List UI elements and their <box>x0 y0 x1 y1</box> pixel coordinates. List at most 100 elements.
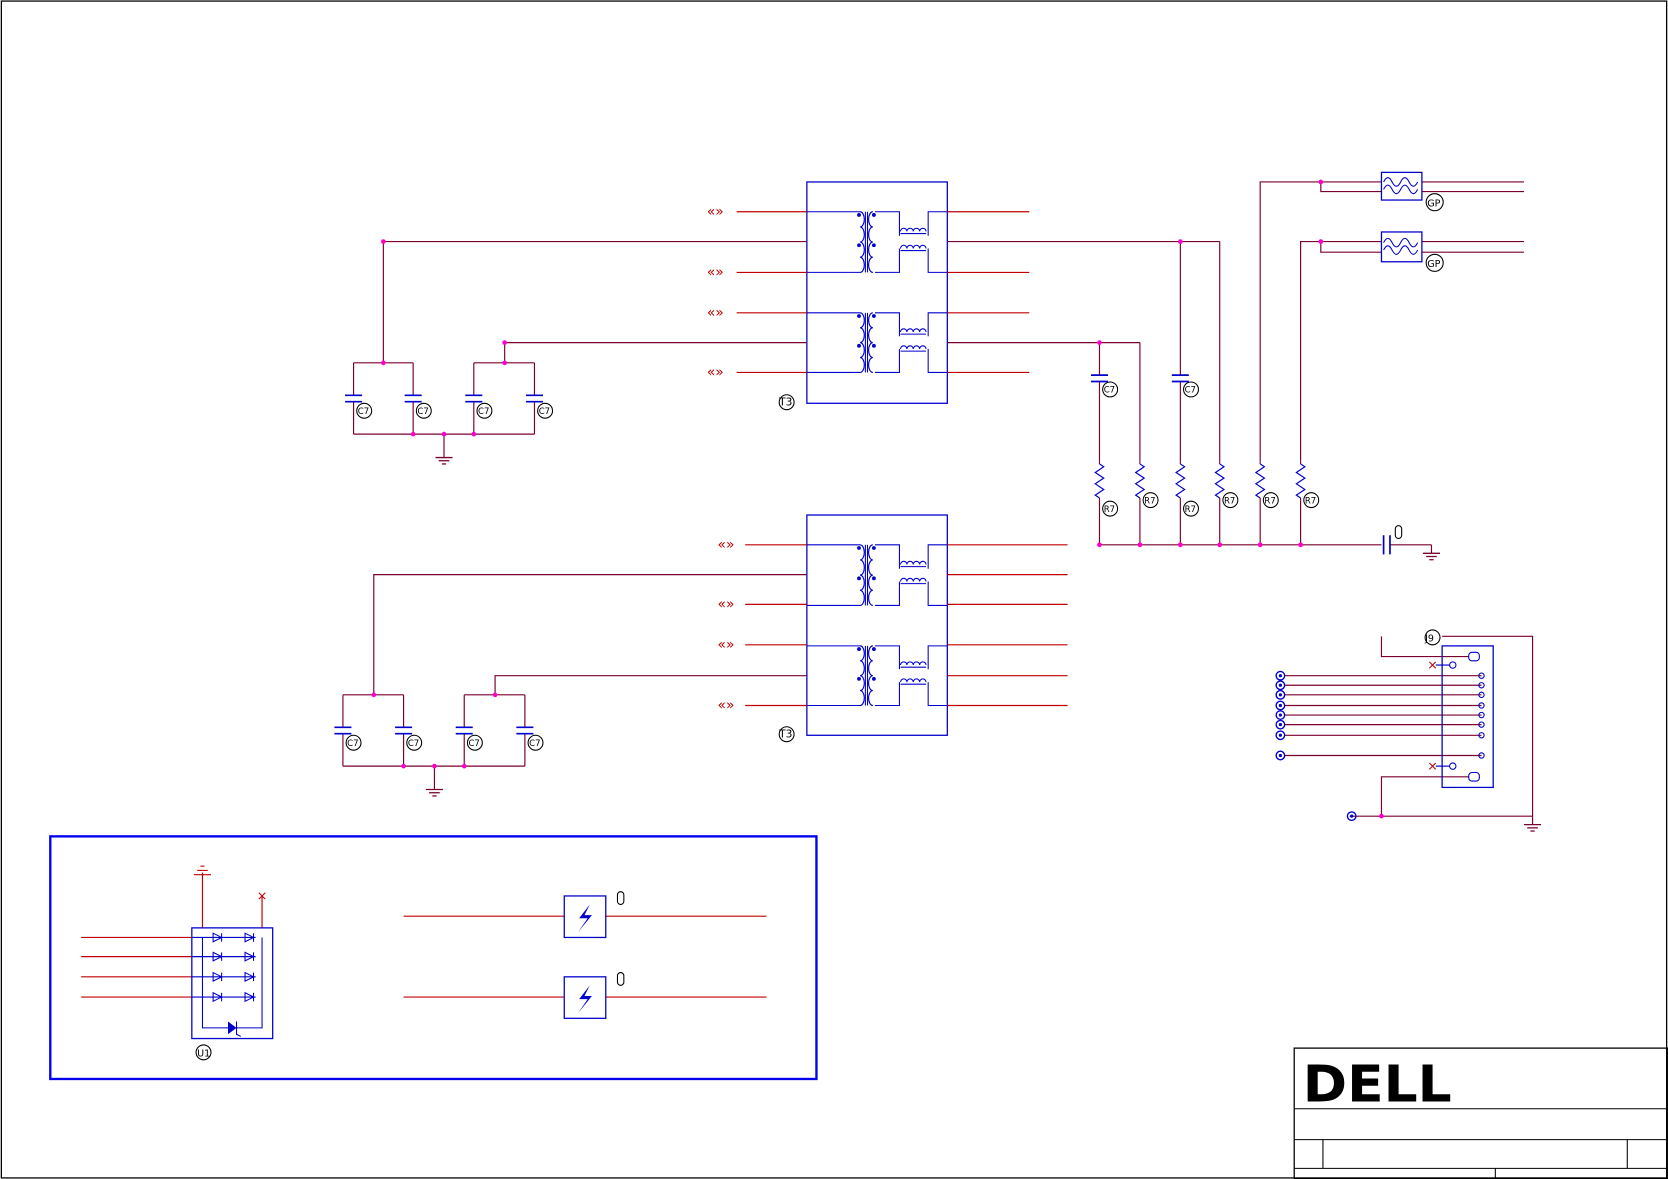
protection-box: U1 <box>49 835 818 1081</box>
esd-array-tag-ring <box>195 1044 212 1061</box>
res-term-1-body <box>1134 463 1146 499</box>
polarity-dot <box>857 213 861 217</box>
res-term-tag-ring <box>1102 500 1119 517</box>
polarity-dot <box>857 576 861 581</box>
cap-lower-tag: C7 <box>347 739 358 749</box>
fuse-2-tag: GP <box>1427 259 1440 270</box>
tvs-1 <box>563 891 625 939</box>
transformer-lower-tag: T3 <box>778 727 792 740</box>
res-term-tag-ring <box>1183 500 1199 517</box>
connector-pins <box>1275 651 1485 822</box>
port-marker-lower: «» <box>717 537 734 553</box>
winding-lead <box>927 645 948 670</box>
port-marker-upper: «» <box>707 204 724 220</box>
connector-tag: J9 <box>1424 634 1434 645</box>
cap-upper-tag: C7 <box>358 407 369 417</box>
center-tap-net <box>494 675 807 695</box>
polarity-dot <box>857 647 861 652</box>
connector-pin <box>1449 762 1457 770</box>
polarity-dot <box>871 647 876 652</box>
res-term-tag: R7 <box>1104 505 1115 515</box>
junction-dot <box>1318 179 1324 185</box>
choke-coil <box>899 328 927 333</box>
transformer-upper-tag-ring <box>778 394 795 411</box>
transformer-lower: T3 <box>778 514 948 743</box>
res-term-3-body <box>1214 463 1226 499</box>
connector-pin <box>1478 752 1485 759</box>
connector-shield-pin <box>1346 811 1357 822</box>
secondary-coil <box>868 211 873 273</box>
transformer-upper-tag: T3 <box>778 395 792 408</box>
res-term-tag-ring <box>1142 492 1159 509</box>
connector-tag-ring <box>1424 629 1441 646</box>
tvs-2 <box>563 972 625 1019</box>
choke-coil <box>899 661 927 666</box>
winding-lead <box>874 645 900 670</box>
cap-upper-tag: C7 <box>478 407 489 417</box>
winding-lead <box>874 211 900 236</box>
connector-pad <box>1278 693 1282 697</box>
cap-term-2-tag-ring <box>1183 381 1199 398</box>
esd-zener-bar <box>235 1021 242 1037</box>
res-term-0-body <box>1094 463 1105 499</box>
transformer-upper: T3 <box>778 181 948 411</box>
esd-rail <box>201 937 263 1029</box>
port-marker-lower: «» <box>717 597 734 613</box>
polarity-dot <box>871 343 876 348</box>
junction-dot <box>1097 340 1102 345</box>
cap-lower-tag-ring <box>466 734 483 751</box>
cap-lower-tag-ring <box>345 734 362 751</box>
fuse-net <box>1259 181 1382 462</box>
res-term-tag: R7 <box>1144 496 1155 506</box>
connector-pad <box>1275 750 1286 761</box>
fuse-1-tag: GP <box>1427 198 1440 209</box>
junction-dot <box>1257 542 1263 548</box>
connector-pad <box>1275 719 1286 730</box>
winding-lead <box>874 682 900 707</box>
junction-dot <box>401 763 406 769</box>
polarity-dot <box>871 676 876 681</box>
primary-coil <box>859 645 865 707</box>
esd-array-body <box>191 927 274 1040</box>
esd-diode <box>212 932 223 943</box>
no-connect-mark <box>1428 762 1437 770</box>
connector-j9: J9 <box>1275 629 1494 822</box>
transformer-upper-coils <box>806 211 948 374</box>
connector-mount <box>1468 651 1480 662</box>
connector-pad <box>1278 713 1282 717</box>
transformer-lower-tag-ring <box>778 726 795 743</box>
connector-net <box>1380 776 1469 817</box>
cap-upper-tag: C7 <box>539 407 550 417</box>
polarity-dot <box>871 576 876 581</box>
center-tap-net <box>504 342 807 363</box>
res-term-2-body <box>1175 463 1186 499</box>
res-term-tag: R7 <box>1224 496 1235 506</box>
cap-lower-tag: C7 <box>529 739 540 749</box>
connector-shield-pin <box>1350 814 1354 818</box>
winding-lead <box>874 312 900 337</box>
cap-term-2-tag: C7 <box>1185 386 1196 396</box>
fuse-net <box>1300 240 1382 462</box>
choke-coil <box>899 560 927 565</box>
res-term-tag: R7 <box>1185 505 1196 515</box>
cap-term-1-tag-ring <box>1102 381 1119 398</box>
connector-pad <box>1278 674 1282 678</box>
connector-pad <box>1275 710 1286 721</box>
polarity-dot <box>857 676 861 681</box>
title-block: DELL <box>1293 1047 1668 1179</box>
fuse-2-tag-ring <box>1425 253 1444 272</box>
fuse-1-tag-ring <box>1425 193 1444 212</box>
esd-diode <box>212 991 223 1003</box>
center-tap-net <box>382 240 807 363</box>
connector-pin <box>1449 661 1457 669</box>
secondary-coil <box>868 645 873 707</box>
polarity-dot <box>871 314 876 318</box>
junction-dot <box>1097 542 1102 548</box>
esd-array-tag: U1 <box>197 1049 210 1060</box>
winding-lead <box>874 581 900 606</box>
transformer-lower-frame <box>806 514 948 736</box>
port-marker-upper: «» <box>707 365 724 381</box>
